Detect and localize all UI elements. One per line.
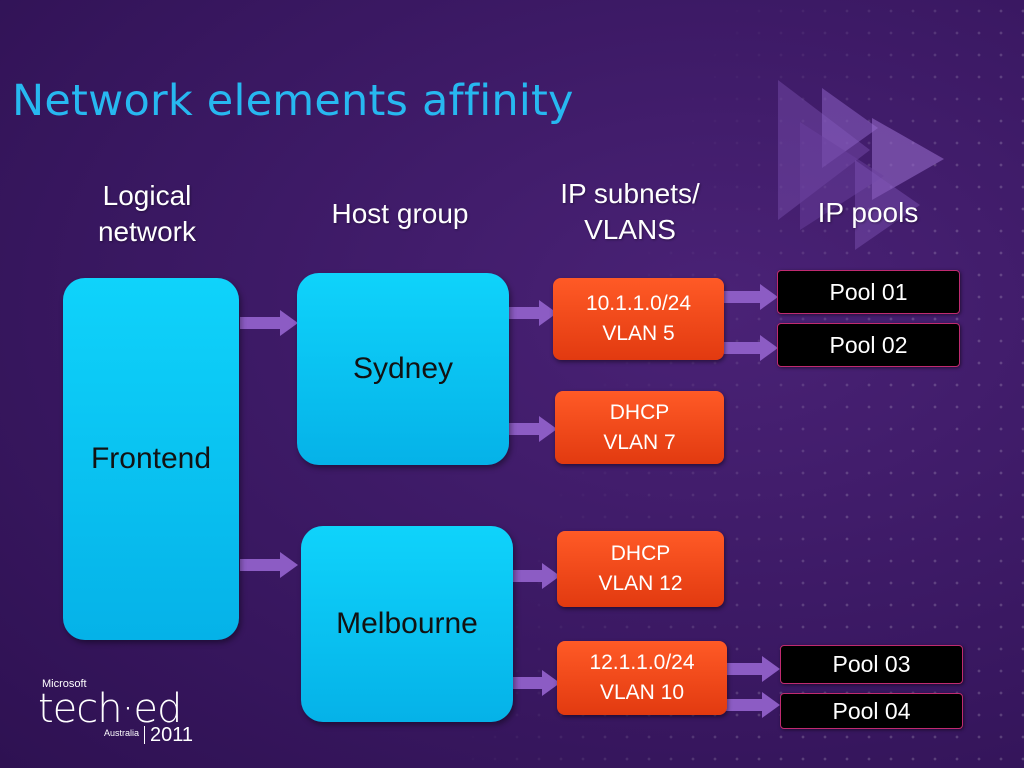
subnet-1-line1: 10.1.1.0/24 (585, 292, 692, 315)
arrow-frontend-to-melbourne (240, 552, 298, 578)
pool-02-label: Pool 02 (829, 331, 908, 358)
subnet-4-line2: VLAN 10 (599, 681, 685, 704)
column-header-logical-network: Logical network (97, 180, 197, 247)
subnet-box-2: DHCP VLAN 7 (555, 391, 724, 464)
melbourne-label: Melbourne (336, 607, 478, 640)
sydney-label: Sydney (352, 352, 454, 385)
logo-separator (144, 726, 145, 744)
arrow-sydney-to-subnet-1 (509, 300, 557, 326)
arrow-sydney-to-subnet-2 (509, 416, 557, 442)
arrow-subnet-1-to-pool-02 (724, 335, 778, 361)
arrow-subnet-4-to-pool-04 (726, 692, 780, 718)
arrow-frontend-to-sydney (240, 310, 298, 336)
pool-01-label: Pool 01 (829, 278, 908, 305)
ip-pool-04: Pool 04 (780, 693, 963, 729)
arrow-melbourne-to-subnet-4 (512, 670, 560, 696)
subnet-3-line1: DHCP (610, 542, 671, 565)
host-group-sydney-box: Sydney (297, 273, 509, 465)
subnet-4-line1: 12.1.1.0/24 (589, 651, 695, 674)
logo-region: Australia (104, 728, 140, 738)
subnet-2-line1: DHCP (609, 400, 670, 424)
ip-pool-03: Pool 03 (780, 645, 963, 684)
subnet-2-line2: VLAN 7 (603, 430, 676, 454)
arrow-melbourne-to-subnet-3 (512, 563, 560, 589)
frontend-label: Frontend (90, 442, 212, 475)
column-header-host-group: Host group (331, 198, 469, 229)
slide-title: Network elements affinity (12, 76, 574, 126)
subnet-box-3: DHCP VLAN 12 (557, 531, 724, 607)
ip-pool-02: Pool 02 (777, 323, 960, 367)
logo-year: 2011 (150, 724, 194, 746)
play-triangles-decoration (778, 80, 944, 250)
pool-03-label: Pool 03 (832, 651, 911, 677)
host-group-melbourne-box: Melbourne (301, 526, 513, 722)
logo-event: tech·ed (38, 686, 182, 732)
subnet-1-line2: VLAN 5 (602, 322, 675, 345)
column-header-ip-pools: IP pools (817, 197, 919, 228)
ip-pool-01: Pool 01 (777, 270, 960, 314)
arrow-subnet-4-to-pool-03 (726, 656, 780, 682)
pool-04-label: Pool 04 (832, 697, 911, 724)
logical-network-frontend-box: Frontend (63, 278, 239, 640)
arrow-subnet-1-to-pool-01 (724, 284, 778, 310)
logo-brand: Microsoft (42, 678, 87, 690)
subnet-box-4: 12.1.1.0/24 VLAN 10 (557, 641, 727, 715)
column-header-ip-subnets: IP subnets/ VLANS (560, 178, 700, 245)
subnet-box-1: 10.1.1.0/24 VLAN 5 (553, 278, 724, 360)
subnet-3-line2: VLAN 12 (598, 572, 683, 595)
teched-australia-2011-logo: Microsoft tech·ed Australia 2011 (38, 678, 218, 748)
